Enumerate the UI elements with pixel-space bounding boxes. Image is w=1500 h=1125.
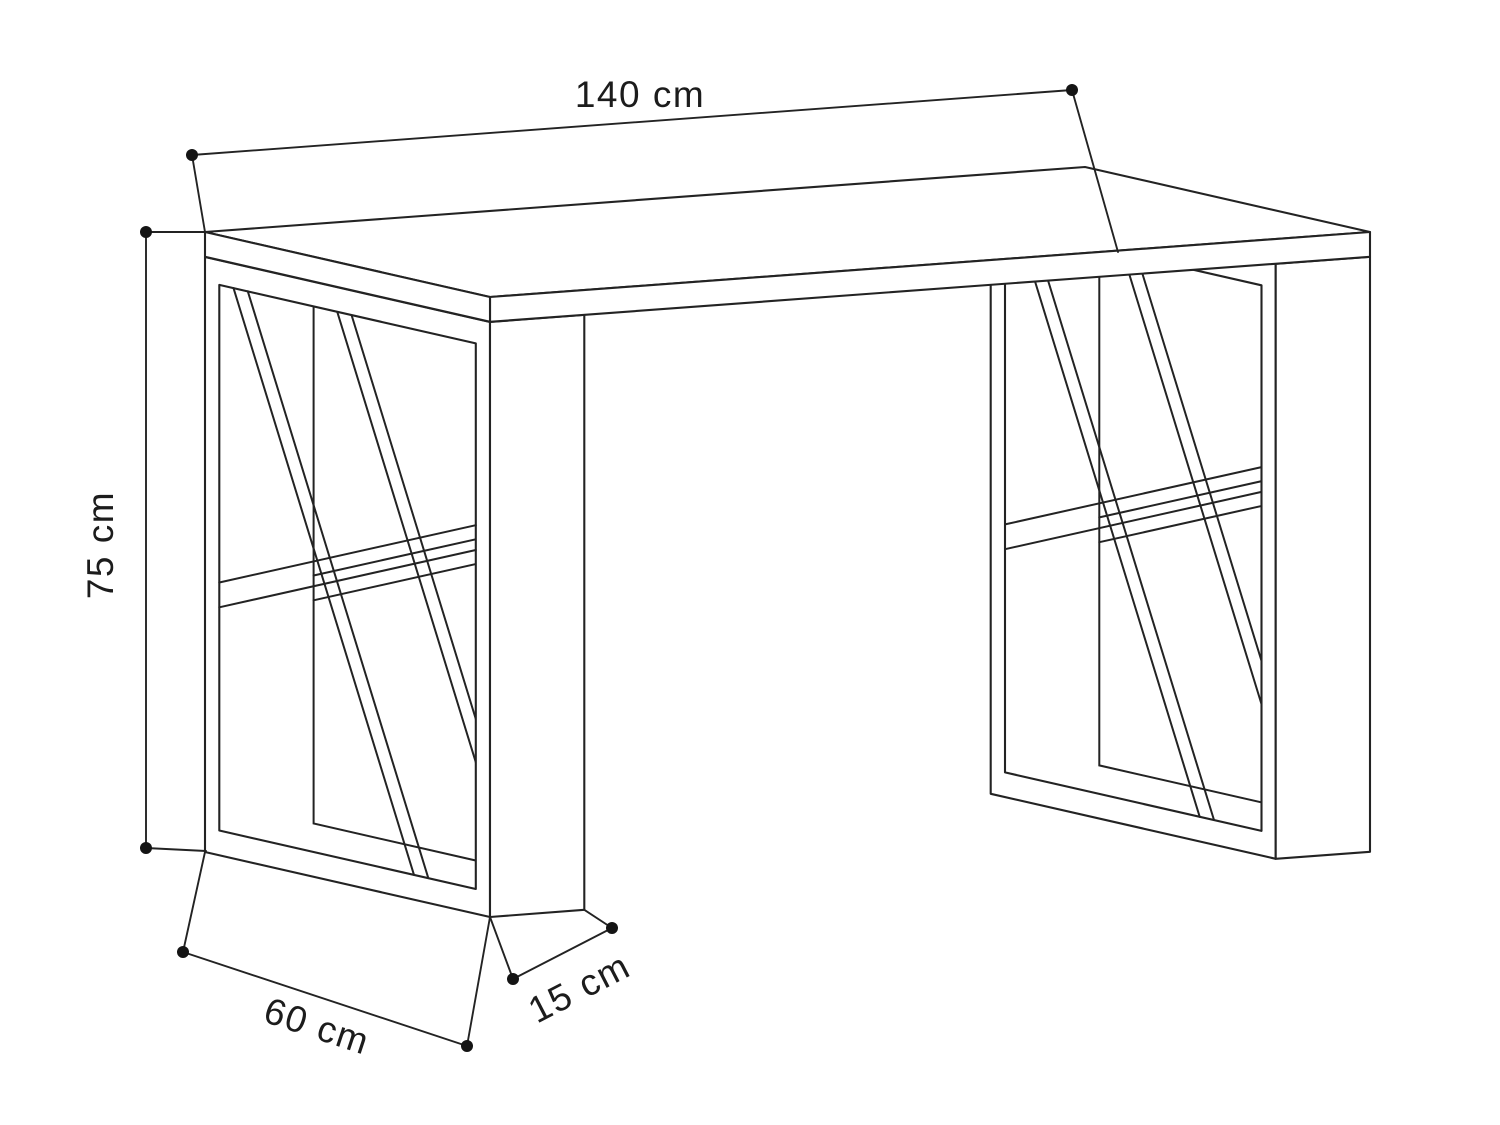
depth-extension-line-front <box>466 916 491 1047</box>
width-extension-line-left <box>191 154 206 233</box>
height-dimension-label: 75 cm <box>80 491 121 599</box>
right-leg-inner-depth-edges <box>1098 226 1262 826</box>
dimension-endpoint-dot <box>140 842 152 854</box>
left-leg-opening <box>218 283 477 891</box>
width-dimension-line <box>191 89 1073 156</box>
left-leg-diagonal-divider <box>232 287 415 876</box>
right-leg-far-diagonal-edge <box>1126 226 1262 814</box>
depth-dimension-label: 60 cm <box>259 990 375 1063</box>
right-leg-diagonal-divider <box>1032 232 1215 821</box>
depth-dimension-line <box>182 951 468 1047</box>
width-dimension-label: 140 cm <box>575 74 705 115</box>
left-leg-slanted-shelf <box>218 549 477 609</box>
dimension-endpoint-dot <box>177 946 189 958</box>
desk-top <box>203 165 1372 323</box>
right-leg <box>989 197 1372 860</box>
left-leg-inner-depth-edges <box>312 284 476 884</box>
right-leg-slanted-shelf <box>1004 490 1263 551</box>
right-leg-far-shelf-edge <box>1098 459 1262 519</box>
left-leg-far-diagonal-edge <box>326 284 476 869</box>
height-extension-line-bottom <box>145 847 207 852</box>
dimension-endpoint-dot <box>1066 84 1078 96</box>
right-leg-slanted-shelf <box>1004 466 1263 526</box>
left-leg <box>203 255 586 919</box>
dimension-endpoint-dot <box>140 226 152 238</box>
left-leg-far-shelf-edge <box>312 517 476 577</box>
dimension-endpoint-dot <box>186 149 198 161</box>
right-leg-opening <box>1003 225 1263 832</box>
right-leg-far-diagonal-edge <box>1112 226 1262 811</box>
left-leg-front-face <box>488 313 586 919</box>
right-leg-front-face <box>1274 255 1372 860</box>
dimension-leg-thickness: 15 cm <box>489 908 637 1031</box>
right-leg-diagonal-divider <box>1018 229 1201 818</box>
left-leg-slanted-shelf <box>218 524 477 584</box>
thickness-dimension-line <box>512 927 613 980</box>
width-extension-line-right <box>1071 89 1119 253</box>
dimension-height: 75 cm <box>80 226 207 854</box>
right-leg-far-shelf-edge <box>1098 483 1262 544</box>
dimension-endpoint-dot <box>606 922 618 934</box>
thickness-extension-line-left <box>489 916 514 980</box>
depth-extension-line-back <box>182 851 206 953</box>
left-leg-diagonal-divider <box>246 290 430 880</box>
left-leg-far-opening-edge <box>312 284 476 884</box>
desk-top-left-edge <box>203 230 492 323</box>
dimension-endpoint-dot <box>507 973 519 985</box>
left-leg-far-shelf-edge <box>312 542 476 602</box>
right-leg-far-opening-edge <box>1098 226 1262 826</box>
thickness-dimension-label: 15 cm <box>522 945 637 1031</box>
left-leg-far-diagonal-edge <box>341 284 476 873</box>
dimension-endpoint-dot <box>461 1040 473 1052</box>
dimension-width: 140 cm <box>186 74 1119 253</box>
